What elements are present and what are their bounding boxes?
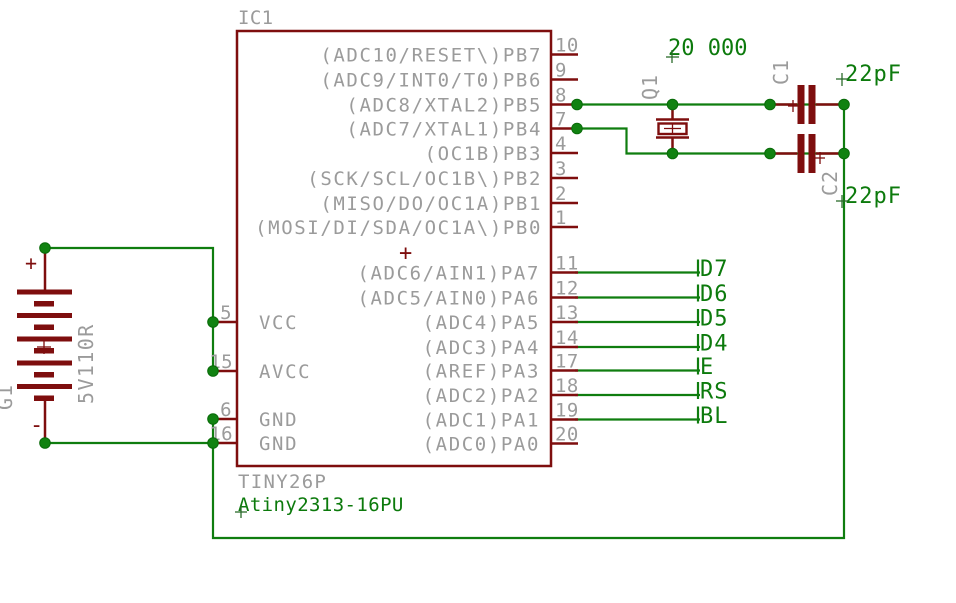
pin-label-pa1: (ADC1)PA1 [423, 410, 540, 432]
ic-symbol-ic1[interactable]: IC1 TINY26P Atiny2313-16PU + (ADC10/RESE… [209, 7, 578, 518]
pin-label-gnd2: GND [259, 433, 298, 455]
pin-number-5: 5 [220, 302, 232, 324]
pin-label-pb2: (SCK/SCL/OC1B\)PB2 [307, 168, 542, 190]
junction-dot [571, 122, 583, 135]
pin-number-12: 12 [555, 278, 579, 300]
cap-plate [808, 85, 816, 124]
pin-label-pa0: (ADC0)PA0 [423, 434, 540, 456]
ic-name[interactable]: IC1 [238, 7, 274, 29]
pin-label-pb0: (MOSI/DI/SDA/OC1A\)PB0 [255, 217, 542, 239]
pin-number-1: 1 [555, 207, 567, 229]
wire-gnd-loop[interactable] [211, 104, 846, 540]
junction-dot [838, 147, 850, 160]
net-label-e[interactable]: E [700, 355, 714, 380]
pin-label-pa2: (ADC2)PA2 [423, 385, 540, 407]
pin-label-pa4: (ADC3)PA4 [423, 337, 540, 359]
crystal-value[interactable]: 20 000 [668, 36, 747, 61]
junction-dot [207, 365, 219, 377]
wire-xtal1[interactable] [574, 127, 844, 155]
net-label-rs[interactable]: RS [700, 380, 729, 405]
pin-number-8: 8 [555, 85, 567, 107]
battery-plate-long [17, 336, 72, 342]
pin-label-pb5: (ADC8/XTAL2)PB5 [346, 95, 542, 117]
pin-number-10: 10 [555, 35, 579, 57]
junction-dot [764, 98, 776, 111]
junction-dot [666, 147, 679, 160]
junction-dot [207, 413, 219, 425]
net-label-d5[interactable]: D5 [700, 307, 729, 332]
pin-label-pa6: (ADC5/AIN0)PA6 [357, 288, 540, 310]
ic-type[interactable]: TINY26P [238, 471, 327, 493]
net-wires[interactable] [45, 103, 846, 540]
pin-label-pb6: (ADC9/INT0/T0)PB6 [320, 70, 542, 92]
cap-value-c1[interactable]: 22pF [845, 62, 902, 87]
pin-number-19: 19 [555, 400, 579, 422]
pin-number-3: 3 [555, 158, 567, 180]
battery-name[interactable]: G1 [0, 384, 17, 410]
pin-label-pa7: (ADC6/AIN1)PA7 [357, 263, 540, 285]
pin-label-pb7: (ADC10/RESET\)PB7 [320, 45, 542, 67]
junction-dot [838, 98, 850, 111]
junction-dot [666, 98, 679, 111]
battery-plate-short [34, 372, 54, 378]
cap-plate [797, 134, 805, 173]
pin-number-18: 18 [555, 375, 579, 397]
battery-value[interactable]: 5V110R [74, 323, 98, 404]
capacitor-symbol-c2[interactable]: C2 22pF [770, 134, 902, 209]
battery-plate-short [34, 395, 54, 401]
ic-value[interactable]: Atiny2313-16PU [238, 494, 404, 516]
battery-plate-short [34, 324, 54, 330]
net-label-d6[interactable]: D6 [700, 282, 729, 307]
battery-plus-sign: + [25, 251, 37, 275]
net-label-bl[interactable]: BL [700, 404, 729, 429]
net-label-d4[interactable]: D4 [700, 332, 729, 357]
ic-body [235, 29, 553, 468]
pin-label-vcc: VCC [259, 312, 298, 334]
battery-plate-long [17, 313, 72, 318]
pin-label-pb3: (OC1B)PB3 [425, 143, 542, 165]
pin-label-pb4: (ADC7/XTAL1)PB4 [346, 119, 542, 141]
pin-label-pb1: (MISO/DO/OC1A)PB1 [320, 193, 542, 215]
crystal-name[interactable]: Q1 [638, 74, 662, 100]
battery-symbol-g1[interactable]: + - G1 5V110R [0, 248, 98, 443]
pin-label-avcc: AVCC [259, 361, 311, 383]
battery-plate-long [17, 360, 72, 366]
cap-name-c2[interactable]: C2 [818, 170, 842, 196]
cap-value-c2[interactable]: 22pF [845, 184, 902, 209]
junction-dot [39, 437, 51, 449]
junction-dot [207, 437, 219, 449]
junction-dots [39, 98, 850, 449]
junction-dot [764, 147, 776, 160]
pin-number-9: 9 [555, 60, 567, 82]
pin-label-gnd1: GND [259, 409, 298, 431]
battery-plate-short [34, 301, 54, 307]
crystal-symbol-q1[interactable]: Q1 20 000 [638, 36, 747, 154]
battery-plate-long [17, 289, 72, 295]
junction-dot [39, 242, 51, 254]
pin-number-6: 6 [220, 399, 232, 421]
pin-label-pa3: (AREF)PA3 [423, 361, 540, 383]
net-label-d7[interactable]: D7 [700, 257, 729, 282]
cap-plate [808, 134, 816, 173]
capacitor-symbol-c1[interactable]: C1 22pF [769, 59, 902, 124]
pin-number-11: 11 [555, 253, 579, 275]
pin-number-13: 13 [555, 302, 579, 324]
pin-number-17: 17 [555, 351, 579, 373]
pin-number-14: 14 [555, 327, 579, 349]
pin-number-2: 2 [555, 183, 567, 205]
ic-origin-plus: + [399, 241, 413, 266]
battery-minus-sign: - [30, 413, 43, 438]
pin-number-4: 4 [555, 133, 567, 155]
pin-number-7: 7 [555, 109, 567, 131]
battery-plate-long [17, 384, 72, 389]
cap-name-c1[interactable]: C1 [769, 59, 793, 85]
pin-number-20: 20 [555, 424, 579, 446]
net-labels: D7 D6 D5 D4 E RS BL [700, 257, 729, 429]
wire-vcc[interactable] [45, 246, 215, 371]
cap-plate [797, 85, 805, 124]
pin-label-pa5: (ADC4)PA5 [423, 312, 540, 334]
junction-dot [571, 98, 583, 111]
junction-dot [207, 316, 219, 328]
